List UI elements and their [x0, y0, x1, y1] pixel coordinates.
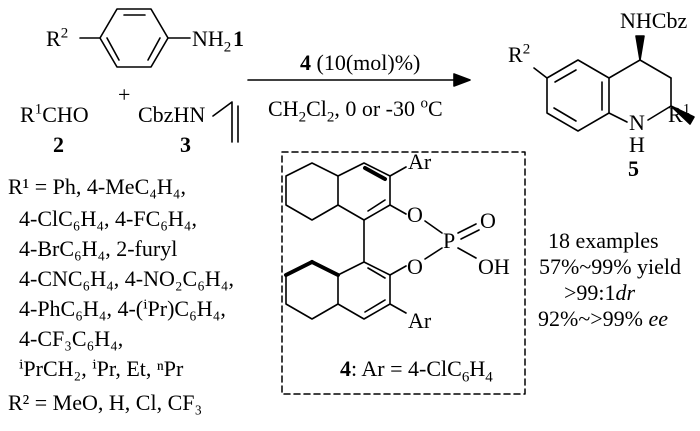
scope-line-6: 4-CF₃C₆H₄,	[19, 326, 124, 351]
results-yield: 57%~99% yield	[539, 254, 682, 279]
catalyst-ar-top: Ar	[408, 149, 432, 174]
reaction-arrow	[247, 73, 471, 87]
compound-1-number: 1	[233, 26, 244, 51]
solvent-temperature: CH2Cl2, 0 or -30 oC	[268, 95, 443, 126]
scope-line-4: 4-CNC₆H₄, 4-NO₂C₆H₄,	[19, 266, 234, 291]
compound-3-number: 3	[180, 132, 191, 157]
catalyst-oh: OH	[478, 254, 510, 279]
compound-2-number: 2	[53, 132, 64, 157]
catalyst-structure	[284, 162, 480, 320]
amine-nh2-label: NH2	[192, 26, 232, 56]
scope-line-2: 4-ClC₆H₄, 4-FC₆H₄,	[19, 206, 197, 231]
scope-line-7: ⁱPrCH₂, ⁱPr, Et, ⁿPr	[19, 356, 184, 381]
product-r1-label: R1	[668, 101, 691, 127]
product-n-label: N	[629, 110, 645, 135]
catalyst-o-double: O	[480, 208, 496, 233]
catalyst-p: P	[443, 228, 456, 253]
catalyst-o-bottom: O	[407, 254, 423, 279]
product-structure	[533, 35, 695, 132]
scope-line-5: 4-PhC₆H₄, 4-(ⁱPr)C₆H₄,	[19, 296, 226, 321]
catalyst-o-top: O	[407, 202, 423, 227]
product-h-label: H	[629, 132, 645, 157]
results-ee: 92%~>99% ee	[538, 306, 668, 331]
carbamate-label: CbzHN	[138, 102, 206, 127]
scope-line-3: 4-BrC₆H₄, 2-furyl	[19, 236, 178, 261]
results-examples: 18 examples	[548, 228, 659, 253]
aldehyde-label: R1CHO	[20, 101, 89, 127]
scope-line-1: R¹ = Ph, 4-MeC₄H₄,	[8, 174, 186, 199]
catalyst-loading: 4 (10(mol)%)	[300, 50, 421, 75]
catalyst-box	[281, 151, 526, 395]
product-r2-label: R2	[508, 41, 531, 67]
catalyst-caption: 4: Ar = 4-ClC6H4	[340, 356, 493, 386]
product-nhcbz-label: NHCbz	[620, 8, 688, 33]
vinyl-group	[212, 101, 239, 143]
aniline-ring	[79, 8, 191, 68]
scope-line-8: R² = MeO, H, Cl, CF₃	[8, 390, 203, 415]
compound-5-number: 5	[628, 156, 639, 181]
catalyst-ar-bottom: Ar	[408, 308, 432, 333]
results-dr: >99:1dr	[564, 280, 636, 305]
amine-r2-label: R2	[46, 25, 69, 51]
plus-sign: +	[118, 82, 131, 107]
